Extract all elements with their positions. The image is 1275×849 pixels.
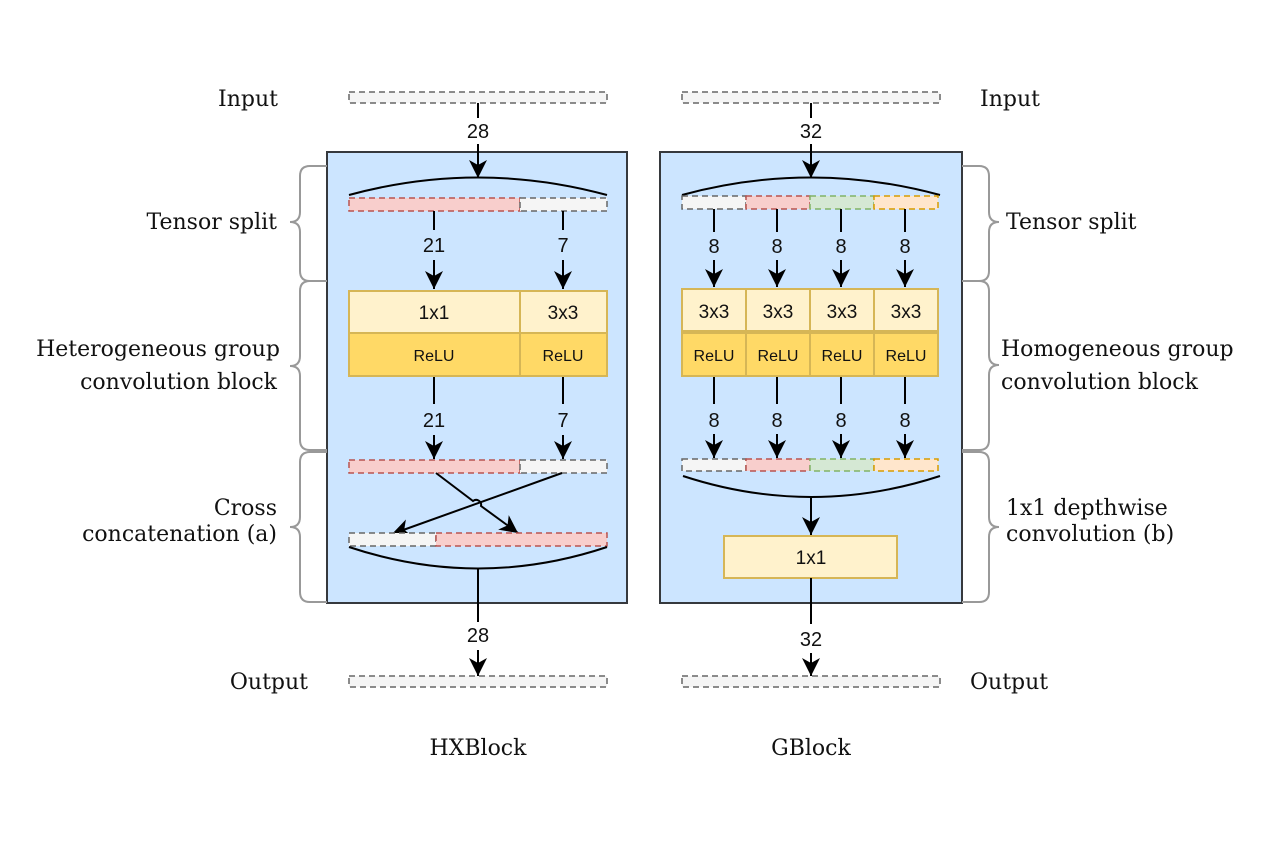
gblock: Input 32 8 8 8 8 3x3 3x3 3x3 3x3 — [659, 87, 1234, 761]
g-annotation-groupconv-2: convolution block — [1001, 370, 1199, 395]
hx-block-container — [326, 151, 628, 604]
g-annotation-depthwise-1: 1x1 depthwise — [1006, 496, 1168, 521]
g-relu-label-4: ReLU — [886, 348, 927, 365]
hx-relu-label-1: ReLU — [414, 348, 455, 365]
hx-concat-tensor-gray — [348, 532, 437, 547]
g-relu-1 — [681, 332, 747, 377]
hx-split-channels-2: 7 — [557, 235, 568, 257]
g-title: GBlock — [771, 736, 851, 761]
g-annotation-groupconv-1: Homogeneous group — [1001, 337, 1234, 362]
g-annotation-split: Tensor split — [1006, 210, 1137, 235]
g-input-channels: 32 — [800, 121, 822, 143]
hx-post-channels-1: 21 — [423, 410, 445, 432]
hx-annotation-concat-1: Cross — [214, 496, 277, 521]
g-split-channels-2: 8 — [771, 236, 782, 258]
g-split-channels-3: 8 — [835, 236, 846, 258]
g-input-label: Input — [980, 87, 1040, 112]
g-conv-3 — [809, 288, 875, 332]
g-post-tensor-green — [809, 458, 875, 472]
hx-split-brace — [289, 165, 327, 282]
hx-relu-1 — [348, 332, 521, 377]
hx-concat-brace — [289, 451, 327, 603]
hx-title: HXBlock — [430, 736, 528, 761]
hx-post-tensor-gray — [519, 459, 608, 474]
g-split-arc — [681, 176, 941, 196]
g-output-tensor — [681, 675, 941, 688]
g-post-channels-4: 8 — [899, 410, 910, 432]
g-conv-2 — [745, 288, 811, 332]
hx-output-channels: 28 — [467, 625, 489, 647]
g-conv-4 — [873, 288, 939, 332]
hx-cross-arrow-gray — [391, 472, 563, 537]
hx-post-tensor-red — [348, 459, 521, 474]
hx-input-label: Input — [218, 87, 278, 112]
hx-annotation-groupconv-1: Heterogeneous group — [36, 337, 280, 362]
g-split-tensor-green — [809, 195, 875, 210]
g-split-channels-1: 8 — [708, 236, 719, 258]
g-conv-label-4: 3x3 — [891, 302, 922, 323]
hx-split-tensor-gray — [519, 197, 608, 212]
g-relu-3 — [809, 332, 875, 377]
hx-annotation-split: Tensor split — [147, 210, 278, 235]
hx-cross-arrow-red — [435, 472, 519, 534]
g-post-tensor-orange — [873, 458, 939, 472]
g-groupconv-brace — [962, 280, 1000, 451]
hx-output-label: Output — [230, 670, 308, 695]
g-post-channels-1: 8 — [708, 410, 719, 432]
g-post-tensor-gray — [681, 458, 747, 472]
hx-groupconv-brace — [289, 280, 327, 451]
g-split-brace — [962, 165, 1000, 282]
g-relu-label-3: ReLU — [822, 348, 863, 365]
g-conv-label-3: 3x3 — [827, 302, 858, 323]
hx-output-tensor — [348, 675, 608, 688]
g-pointwise-conv — [723, 535, 898, 579]
hx-conv-label-2: 3x3 — [548, 303, 579, 324]
hx-post-channels-2: 7 — [557, 410, 568, 432]
g-output-label: Output — [970, 670, 1048, 695]
hxblock: Input 28 21 7 1x1 3x3 ReLU ReLU 21 — [36, 87, 628, 761]
g-post-channels-2: 8 — [771, 410, 782, 432]
g-post-channels-3: 8 — [835, 410, 846, 432]
g-post-tensor-red — [745, 458, 811, 472]
hx-concat-tensor-red — [435, 532, 608, 547]
hx-concat-arc — [348, 546, 608, 570]
hx-input-channels: 28 — [467, 121, 489, 143]
g-concat-arc — [682, 475, 941, 498]
g-depthwise-brace — [962, 451, 1000, 603]
hx-relu-label-2: ReLU — [543, 348, 584, 365]
hx-conv-label-1: 1x1 — [419, 303, 450, 324]
g-relu-label-1: ReLU — [694, 348, 735, 365]
g-relu-label-2: ReLU — [758, 348, 799, 365]
g-split-tensor-orange — [873, 195, 939, 210]
hx-conv-1x1 — [348, 290, 521, 334]
hx-split-arc — [348, 176, 608, 196]
g-split-tensor-red — [745, 195, 811, 210]
g-split-channels-4: 8 — [899, 236, 910, 258]
g-annotation-depthwise-2: convolution (b) — [1006, 522, 1174, 547]
g-pointwise-label: 1x1 — [796, 548, 827, 569]
g-conv-label-1: 3x3 — [699, 302, 730, 323]
hx-split-channels-1: 21 — [423, 235, 445, 257]
hx-split-tensor-red — [348, 197, 521, 212]
g-input-tensor — [681, 91, 941, 104]
hx-annotation-concat-2: concatenation (a) — [82, 522, 277, 547]
g-relu-4 — [873, 332, 939, 377]
g-relu-2 — [745, 332, 811, 377]
hx-input-tensor — [348, 91, 608, 104]
hx-relu-2 — [519, 332, 608, 377]
hx-annotation-groupconv-2: convolution block — [80, 370, 278, 395]
g-conv-label-2: 3x3 — [763, 302, 794, 323]
g-split-tensor-gray — [681, 195, 747, 210]
g-output-channels: 32 — [800, 629, 822, 651]
hx-conv-3x3 — [519, 290, 608, 334]
